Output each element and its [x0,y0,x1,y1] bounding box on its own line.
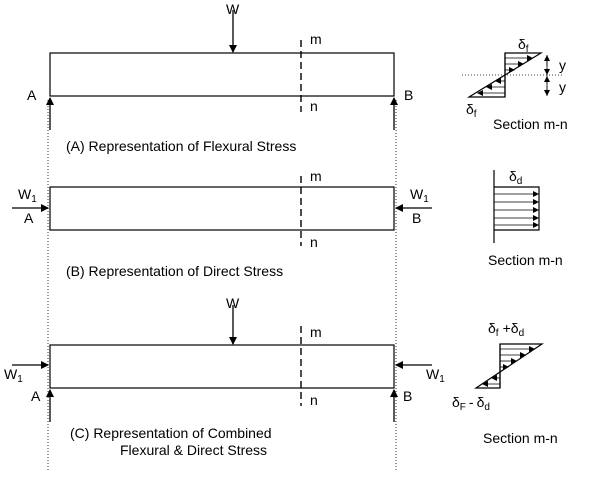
load-w-label: W [226,1,240,17]
compression-triangle [499,343,544,374]
section-top-label: m [310,324,322,340]
beam-c [49,344,395,389]
section-bottom-label: n [310,392,318,408]
flexural-stress-diagram: δf δf y y Section m-n [462,36,568,132]
dim-y-top-label: y [559,57,566,73]
direct-stress-diagram: δd Section m-n [488,168,563,268]
load-w1-left-label: W1 [4,366,23,385]
dim-y-bottom-label: y [559,79,566,95]
section-bottom-label: n [310,98,318,114]
combined-bottom-label: δF-δd [452,394,490,413]
uniform-stress-block [494,186,540,231]
caption-a: (A) Representation of Flexural Stress [66,138,296,154]
load-w-label: W [226,295,240,311]
panel-c-combined: W m n W1 W1 A B (C) Representation of Co… [4,295,558,458]
support-b-label: B [403,388,412,404]
section-caption-b: Section m-n [488,252,563,268]
stress-f-bottom-label: δf [466,101,477,120]
section-top-label: m [310,168,322,184]
load-w1-left-label: W1 [18,186,37,205]
caption-c-line1: (C) Representation of Combined [70,425,272,441]
support-a-label: A [31,388,41,404]
section-top-label: m [310,31,322,47]
panel-a-flexural: W m n A B (A) Representation of Flexural… [27,1,568,154]
combined-top-label: δf+δd [488,320,524,339]
stress-f-top-label: δf [518,36,529,55]
caption-c-line2: Flexural & Direct Stress [120,442,267,458]
combined-stress-diagram: δf+δd δF-δd Section m-n [452,320,558,446]
load-w1-right-label: W1 [410,186,429,205]
tension-triangle [474,370,501,389]
panel-b-direct: m n W1 W1 A B (B) Representation of Dire… [12,168,563,279]
load-w1-right-label: W1 [426,366,445,385]
beam-a [49,52,395,97]
tension-triangle [466,73,506,98]
section-bottom-label: n [310,234,318,250]
section-caption-c: Section m-n [483,430,558,446]
beam-b [49,186,395,231]
section-caption-a: Section m-n [493,116,568,132]
stress-d-label: δd [509,168,522,187]
support-a-label: A [27,87,37,103]
caption-b: (B) Representation of Direct Stress [66,263,283,279]
support-b-label: B [412,210,421,226]
support-b-label: B [404,87,413,103]
support-a-label: A [24,210,34,226]
